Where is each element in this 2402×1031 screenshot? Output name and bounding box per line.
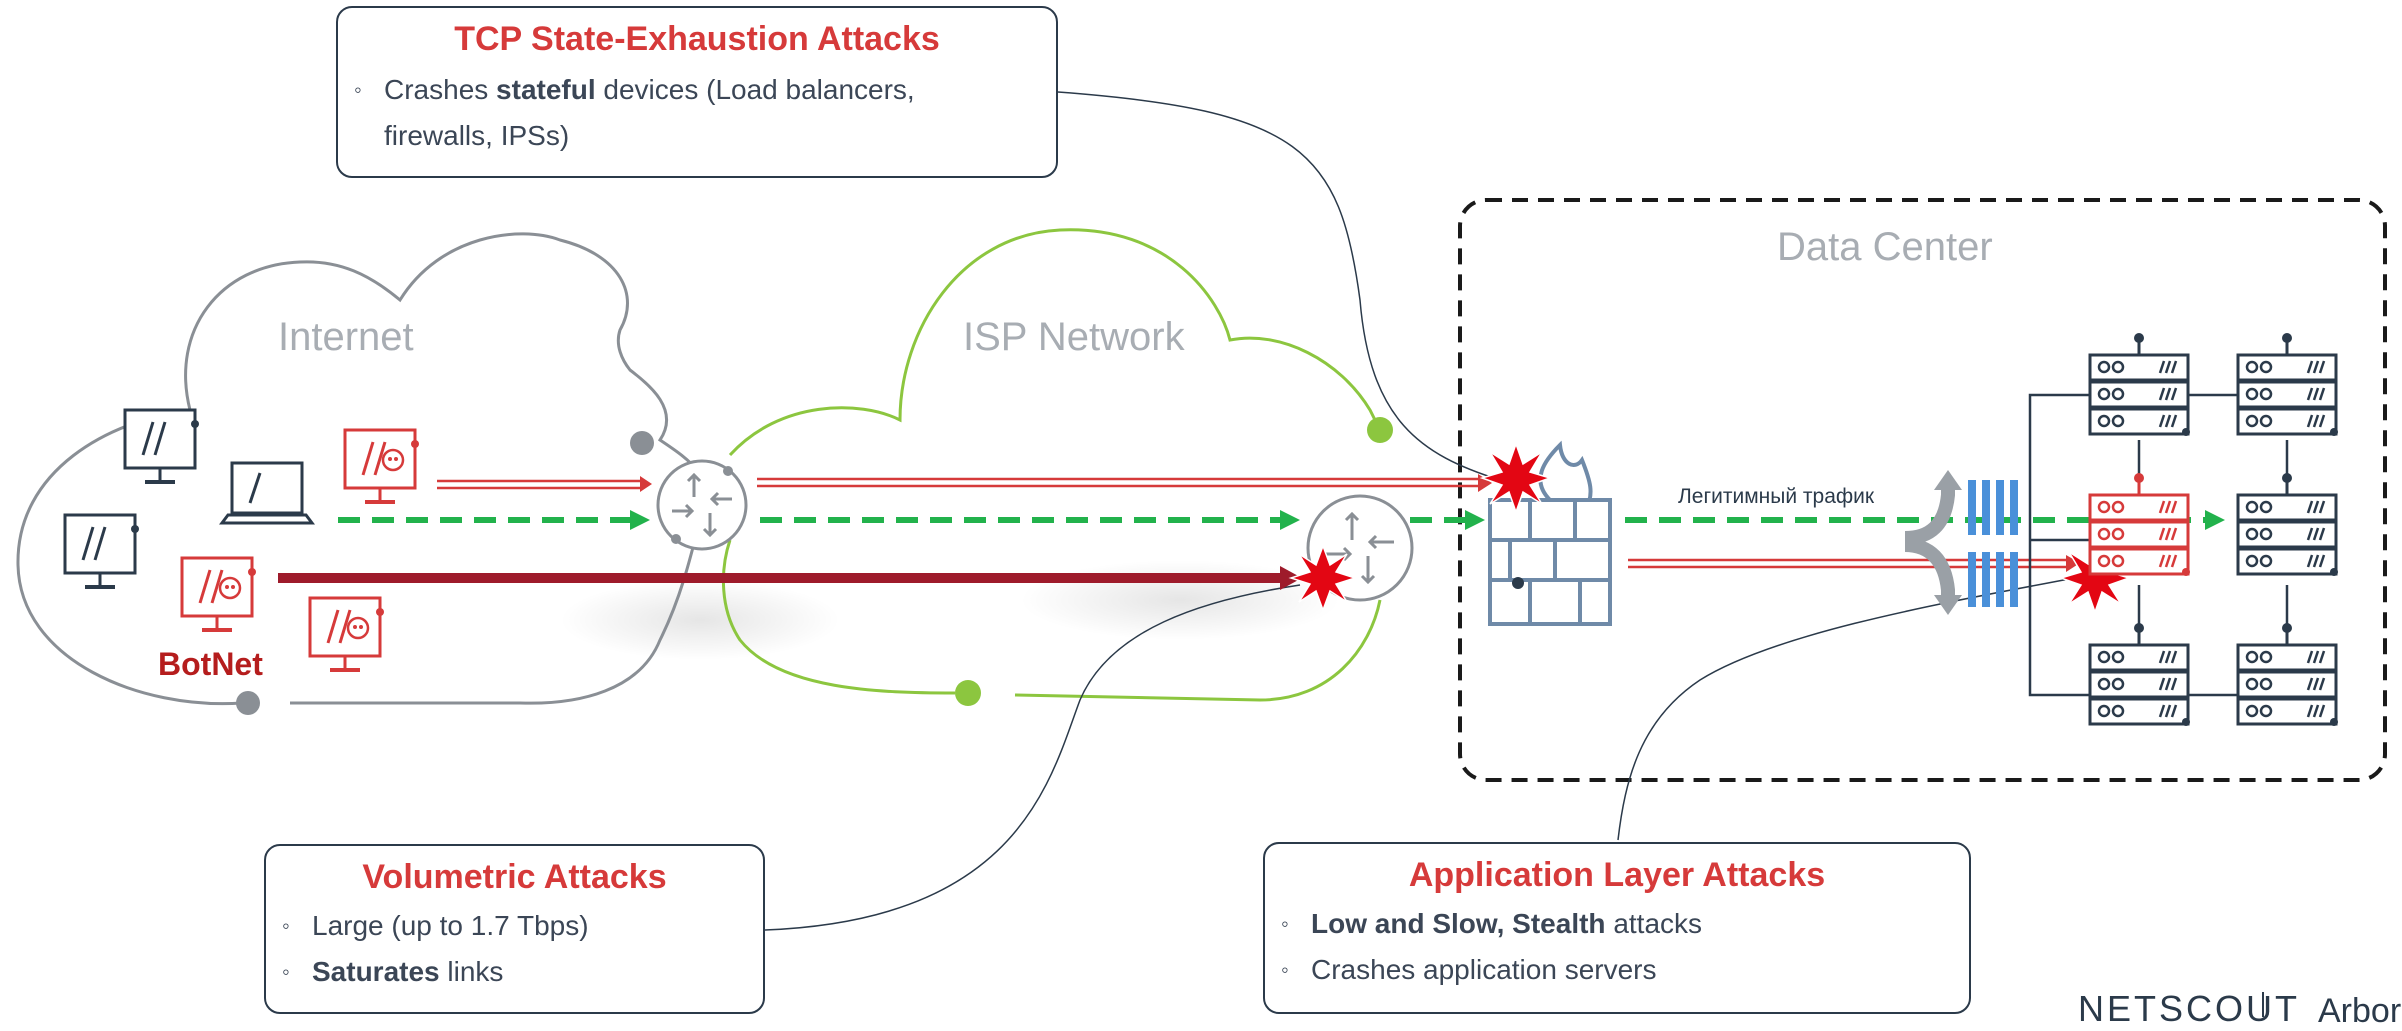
laptop-icon (219, 461, 315, 525)
application-attacks-title: Application Layer Attacks (1408, 856, 1826, 894)
brand-divider (2262, 992, 2264, 1017)
volumetric-attacks-title: Volumetric Attacks (362, 858, 667, 896)
internet-label: Internet (278, 315, 414, 359)
computer-group (63, 408, 419, 672)
netscout-logo: NETSCOUT (2078, 988, 2300, 1029)
server-icon (2088, 333, 2190, 436)
explosion-icons (1288, 441, 2132, 615)
firewall-icon (1488, 440, 1612, 626)
isp-network-label: ISP Network (963, 315, 1185, 359)
volumetric-bullet: Saturates links (266, 949, 763, 995)
server-icon (2236, 473, 2338, 576)
router-icon (656, 459, 748, 551)
application-bullet: Low and Slow, Stealth attacks (1265, 901, 1969, 947)
server-icon (2088, 623, 2190, 726)
tcp-attacks-callout: TCP State-Exhaustion Attacks Crashes sta… (336, 6, 1058, 178)
data-center-boundary (1458, 198, 2387, 782)
legit-traffic-label: Легитимный трафик (1678, 485, 1875, 508)
server-icon (2088, 473, 2190, 576)
isp-cloud (722, 228, 1393, 706)
botnet-label: BotNet (158, 646, 263, 682)
data-center-label: Data Center (1777, 225, 1993, 269)
computer-icon (63, 513, 139, 589)
computer-icon (123, 408, 199, 484)
tcp-bullet: Crashes stateful devices (Load balancers… (338, 67, 988, 159)
arbor-logo: Arbor (2318, 992, 2402, 1030)
infected-computer-icon (180, 556, 256, 632)
server-icon (2236, 333, 2338, 436)
tcp-attacks-title: TCP State-Exhaustion Attacks (454, 20, 940, 58)
callout-connectors (764, 91, 2091, 931)
volumetric-bullet: Large (up to 1.7 Tbps) (266, 903, 763, 949)
volumetric-attacks-callout: Volumetric Attacks Large (up to 1.7 Tbps… (264, 844, 765, 1014)
infected-computer-icon (343, 428, 419, 504)
server-icon (2236, 623, 2338, 726)
server-rack-group (2088, 333, 2338, 726)
infected-computer-icon (308, 596, 384, 672)
application-attacks-callout: Application Layer Attacks Low and Slow, … (1263, 842, 1971, 1014)
traffic-splitter-icon (1904, 470, 2018, 615)
application-bullet: Crashes application servers (1265, 947, 1969, 993)
